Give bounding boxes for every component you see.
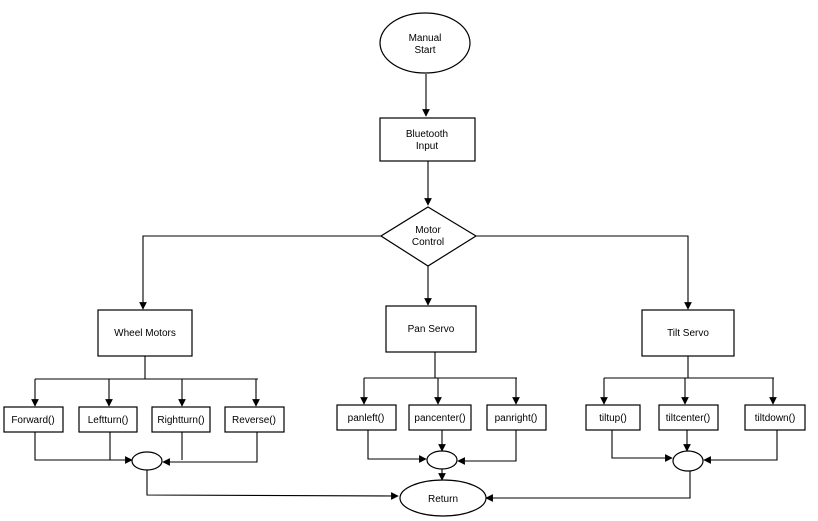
node-reverse: Reverse(): [224, 406, 285, 433]
node-pancenter-label: pancenter(): [414, 413, 465, 424]
node-pan-servo: Pan Servo: [385, 305, 477, 353]
node-pancenter: pancenter(): [408, 404, 472, 431]
node-tiltcenter-label: tiltcenter(): [666, 413, 710, 424]
node-return: Return: [399, 479, 487, 517]
node-tiltdown: tiltdown(): [744, 404, 806, 431]
node-panleft: panleft(): [336, 404, 397, 431]
merge-junction-tilt: [672, 450, 704, 472]
node-bluetooth-input-line1: Bluetooth: [406, 129, 448, 140]
node-manual-start-line2: Start: [414, 45, 435, 56]
pan-branch-edges: [360, 352, 520, 465]
merge-junction-pan: [426, 450, 458, 470]
node-wheel-motors-label: Wheel Motors: [114, 328, 176, 339]
node-rightturn: Rightturn(): [151, 406, 211, 433]
edge-tilt-return: [485, 471, 691, 502]
node-forward-label: Forward(): [11, 415, 54, 426]
node-wheel-motors: Wheel Motors: [97, 309, 193, 357]
node-forward: Forward(): [3, 406, 64, 433]
node-tiltdown-label: tiltdown(): [755, 413, 796, 424]
node-panright-label: panright(): [495, 413, 538, 424]
node-bluetooth-input-line2: Input: [416, 141, 438, 152]
node-bluetooth-input: Bluetooth Input: [379, 117, 476, 162]
node-pan-servo-label: Pan Servo: [408, 324, 455, 335]
node-manual-start-line1: Manual: [409, 33, 442, 44]
node-tiltup-label: tiltup(): [599, 413, 627, 424]
node-panright: panright(): [486, 404, 547, 431]
node-rightturn-label: Rightturn(): [157, 415, 204, 426]
node-reverse-label: Reverse(): [232, 415, 276, 426]
node-leftturn: Leftturn(): [78, 406, 138, 433]
node-panleft-label: panleft(): [348, 413, 385, 424]
node-motor-control: Motor Control: [379, 206, 478, 267]
edge-wheel-return: [146, 470, 399, 500]
merge-junction-wheel: [131, 451, 163, 471]
node-tilt-servo-label: Tilt Servo: [667, 328, 709, 339]
wheel-branch-edges: [31, 356, 260, 466]
edges: [31, 74, 778, 502]
node-return-label: Return: [428, 494, 458, 505]
node-tilt-servo: Tilt Servo: [641, 309, 735, 357]
node-tiltcenter: tiltcenter(): [658, 404, 719, 431]
tilt-branch-edges: [600, 356, 778, 464]
node-tiltup: tiltup(): [585, 404, 641, 431]
node-leftturn-label: Leftturn(): [88, 415, 129, 426]
node-motor-control-line2: Control: [412, 237, 444, 248]
node-manual-start: Manual Start: [379, 12, 471, 74]
edge-motor-wheel: [139, 235, 381, 310]
edge-motor-tilt: [476, 235, 692, 310]
node-motor-control-line1: Motor: [415, 225, 441, 236]
